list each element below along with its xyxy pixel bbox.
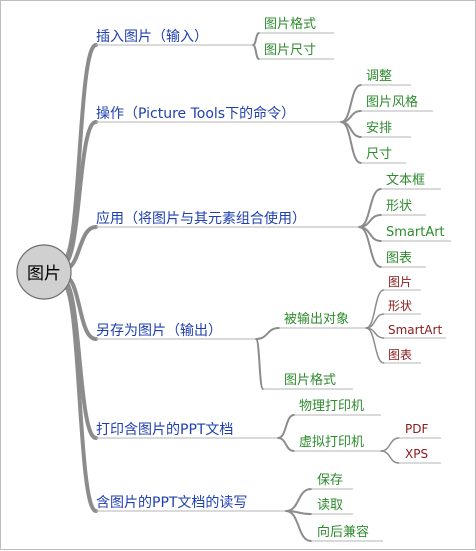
leaf-picture-format-out[interactable]: 图片格式 [263,372,353,390]
leaf-smartart-out[interactable]: SmartArt [384,323,446,339]
branch-save-as-picture[interactable]: 另存为图片（输出） [96,323,256,340]
leaf-label: 安排 [366,121,392,136]
node-output-objects[interactable]: 被输出对象 [279,311,366,329]
leaf-shape-out[interactable]: 形状 [384,299,421,315]
leaf-xps[interactable]: XPS [399,447,441,464]
leaf-picture[interactable]: 图片 [384,275,421,291]
node-label: 被输出对象 [284,311,349,327]
leaf-picture-format[interactable]: 图片格式 [259,16,334,34]
branch-label: 应用（将图片与其元素组合使用） [96,210,306,227]
leaf-connector [285,510,312,542]
leaf-physical-printer[interactable]: 物理打印机 [294,399,381,416]
root-node-circle [16,244,72,300]
leaf-label: 图片风格 [366,94,418,110]
leaf-chart[interactable]: 图表 [381,251,426,268]
leaf-save[interactable]: 保存 [311,473,353,490]
leaf-picture-size[interactable]: 图片尺寸 [259,43,334,60]
branch-insert-picture[interactable]: 插入图片（输入） [96,29,253,46]
leaf-connector [380,450,400,464]
leaf-connector [255,327,280,340]
branch-print[interactable]: 打印含图片的PPT文档 [96,421,278,439]
branch-label: 含图片的PPT文档的读写 [96,494,247,511]
root-node[interactable]: 图片 [16,244,72,300]
leaf-label: 图片 [388,275,412,289]
leaf-label: 形状 [386,199,412,214]
leaf-connector [277,437,295,452]
leaf-label: 图片尺寸 [264,43,316,58]
leaf-adjust[interactable]: 调整 [361,69,411,86]
leaf-label: SmartArt [386,225,445,240]
leaf-label: 图片格式 [284,372,336,388]
leaf-chart-out[interactable]: 图表 [384,348,421,364]
leaf-read[interactable]: 读取 [311,498,353,515]
root-connector [61,281,98,513]
leaf-label: 图片格式 [264,16,316,32]
node-virtual-printer[interactable]: 虚拟打印机 [294,435,381,452]
leaf-label: 物理打印机 [299,399,364,414]
leaf-connector [380,437,400,452]
leaf-label: 图表 [386,251,412,266]
leaf-label: SmartArt [388,323,442,337]
leaf-label: 形状 [388,299,412,313]
leaf-label: XPS [405,447,428,461]
root-connector [61,120,98,267]
leaf-shape[interactable]: 形状 [381,199,426,216]
branch-application[interactable]: 应用（将图片与其元素组合使用） [96,210,359,228]
leaf-connector [255,338,264,390]
branch-read-write[interactable]: 含图片的PPT文档的读写 [96,494,286,512]
leaf-label: PDF [405,422,428,436]
leaf-textbox[interactable]: 文本框 [381,173,441,190]
leaf-arrange[interactable]: 安排 [361,121,411,138]
leaf-smartart[interactable]: SmartArt [381,225,451,242]
leaf-label: 调整 [366,69,392,84]
leaf-label: 向后兼容 [317,524,369,540]
leaf-connector [277,414,295,439]
leaf-connector [365,289,385,329]
leaf-connector [285,488,312,512]
leaf-label: 读取 [317,498,343,513]
leaf-label: 尺寸 [366,147,392,162]
branch-label: 另存为图片（输出） [96,323,222,339]
leaf-label: 图表 [388,348,412,362]
branch-label: 打印含图片的PPT文档 [96,421,233,438]
leaf-connector [365,327,385,364]
leaf-connector [252,44,260,60]
node-label: 虚拟打印机 [299,435,364,450]
leaf-backward-compat[interactable]: 向后兼容 [311,524,383,542]
leaf-size[interactable]: 尺寸 [361,147,406,164]
leaf-picture-style[interactable]: 图片风格 [361,94,433,112]
leaf-label: 文本框 [386,173,425,188]
leaf-label: 保存 [317,473,343,488]
branch-label: 插入图片（输入） [96,29,208,45]
root-connector [61,278,98,440]
leaf-pdf[interactable]: PDF [399,422,441,439]
leaf-connector [358,226,382,268]
branch-operations[interactable]: 操作（Picture Tools下的命令） [96,105,341,123]
leaf-connector [252,32,260,46]
connectors [61,32,400,542]
root-connector [61,43,98,263]
leaf-connector [340,121,362,164]
root-label: 图片 [27,264,61,284]
branch-label: 操作（Picture Tools下的命令） [96,105,295,122]
